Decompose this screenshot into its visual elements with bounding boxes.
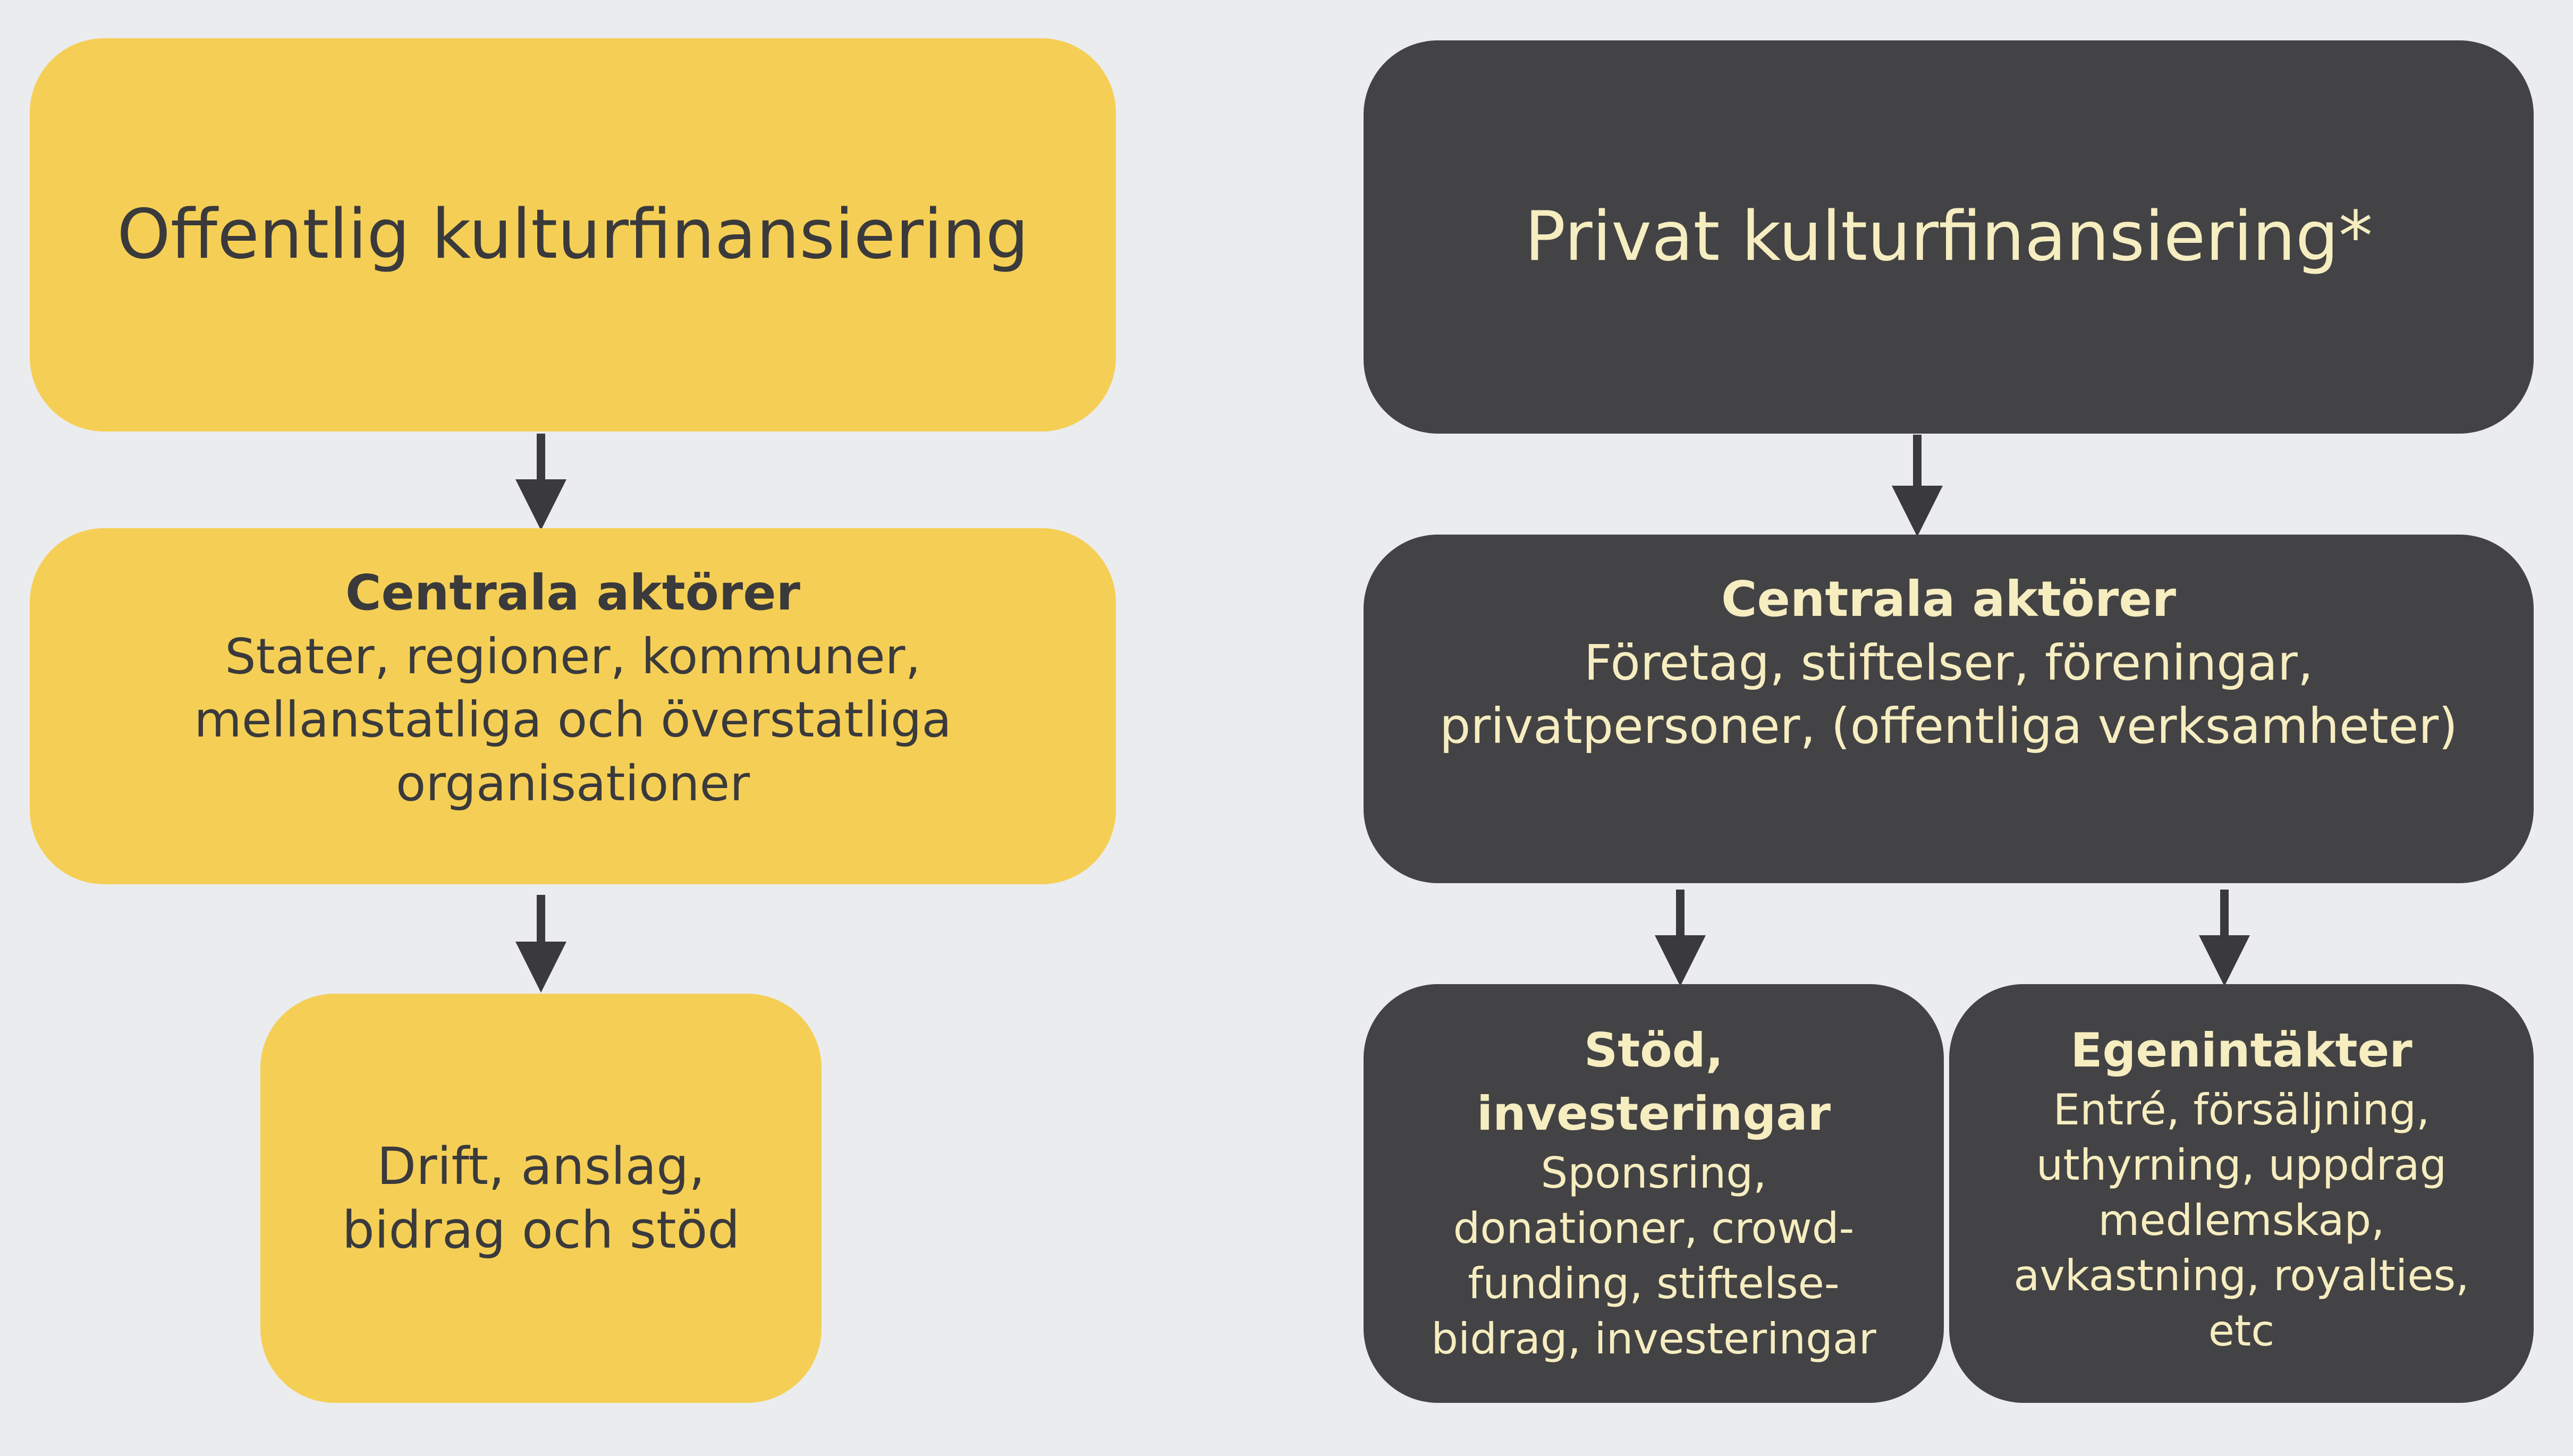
private-own-income-box: Egenintäkter Entré, försäljning, uthyrni… <box>1949 984 2534 1403</box>
support-heading-line: Stöd, <box>1584 1023 1724 1078</box>
public-result-box: Drift, anslag, bidrag och stöd <box>260 994 822 1403</box>
support-line: funding, stiftelse- <box>1468 1258 1840 1308</box>
support-line: Sponsring, <box>1541 1148 1767 1198</box>
private-funding-title-box: Privat kulturfinansiering* <box>1364 40 2534 434</box>
public-actors-line: organisationer <box>395 755 750 812</box>
public-actors-box: Centrala aktörer Stater, regioner, kommu… <box>30 528 1116 884</box>
private-support-box: Stöd, investeringar Sponsring, donatione… <box>1364 984 1944 1403</box>
public-funding-title-box: Offentlig kulturfinansiering <box>30 38 1116 431</box>
public-actors-line: mellanstatliga och överstatliga <box>194 691 952 749</box>
own-income-line: avkastning, royalties, <box>2013 1250 2469 1300</box>
public-funding-title: Offentlig kulturfinansiering <box>117 195 1029 275</box>
support-line: donationer, crowd- <box>1453 1203 1855 1253</box>
public-actors-heading: Centrala aktörer <box>345 564 801 621</box>
private-actors-line: Företag, stiftelser, föreningar, <box>1584 634 2314 691</box>
private-actors-box: Centrala aktörer Företag, stiftelser, fö… <box>1364 535 2534 883</box>
private-actors-heading: Centrala aktörer <box>1721 571 2177 628</box>
own-income-line: etc <box>2208 1306 2275 1356</box>
public-actors-line: Stater, regioner, kommuner, <box>225 628 921 685</box>
public-result-line: bidrag och stöd <box>342 1200 740 1260</box>
own-income-heading: Egenintäkter <box>2070 1023 2413 1078</box>
support-heading-line: investeringar <box>1477 1086 1831 1141</box>
own-income-line: Entré, försäljning, <box>2053 1085 2430 1135</box>
public-result-line: Drift, anslag, <box>377 1137 705 1196</box>
private-actors-line: privatpersoner, (offentliga verksamheter… <box>1439 698 2458 755</box>
own-income-line: medlemskap, <box>2098 1195 2385 1245</box>
private-funding-title: Privat kulturfinansiering* <box>1525 197 2373 277</box>
support-line: bidrag, investeringar <box>1431 1314 1876 1364</box>
own-income-line: uthyrning, uppdrag <box>2036 1140 2447 1190</box>
